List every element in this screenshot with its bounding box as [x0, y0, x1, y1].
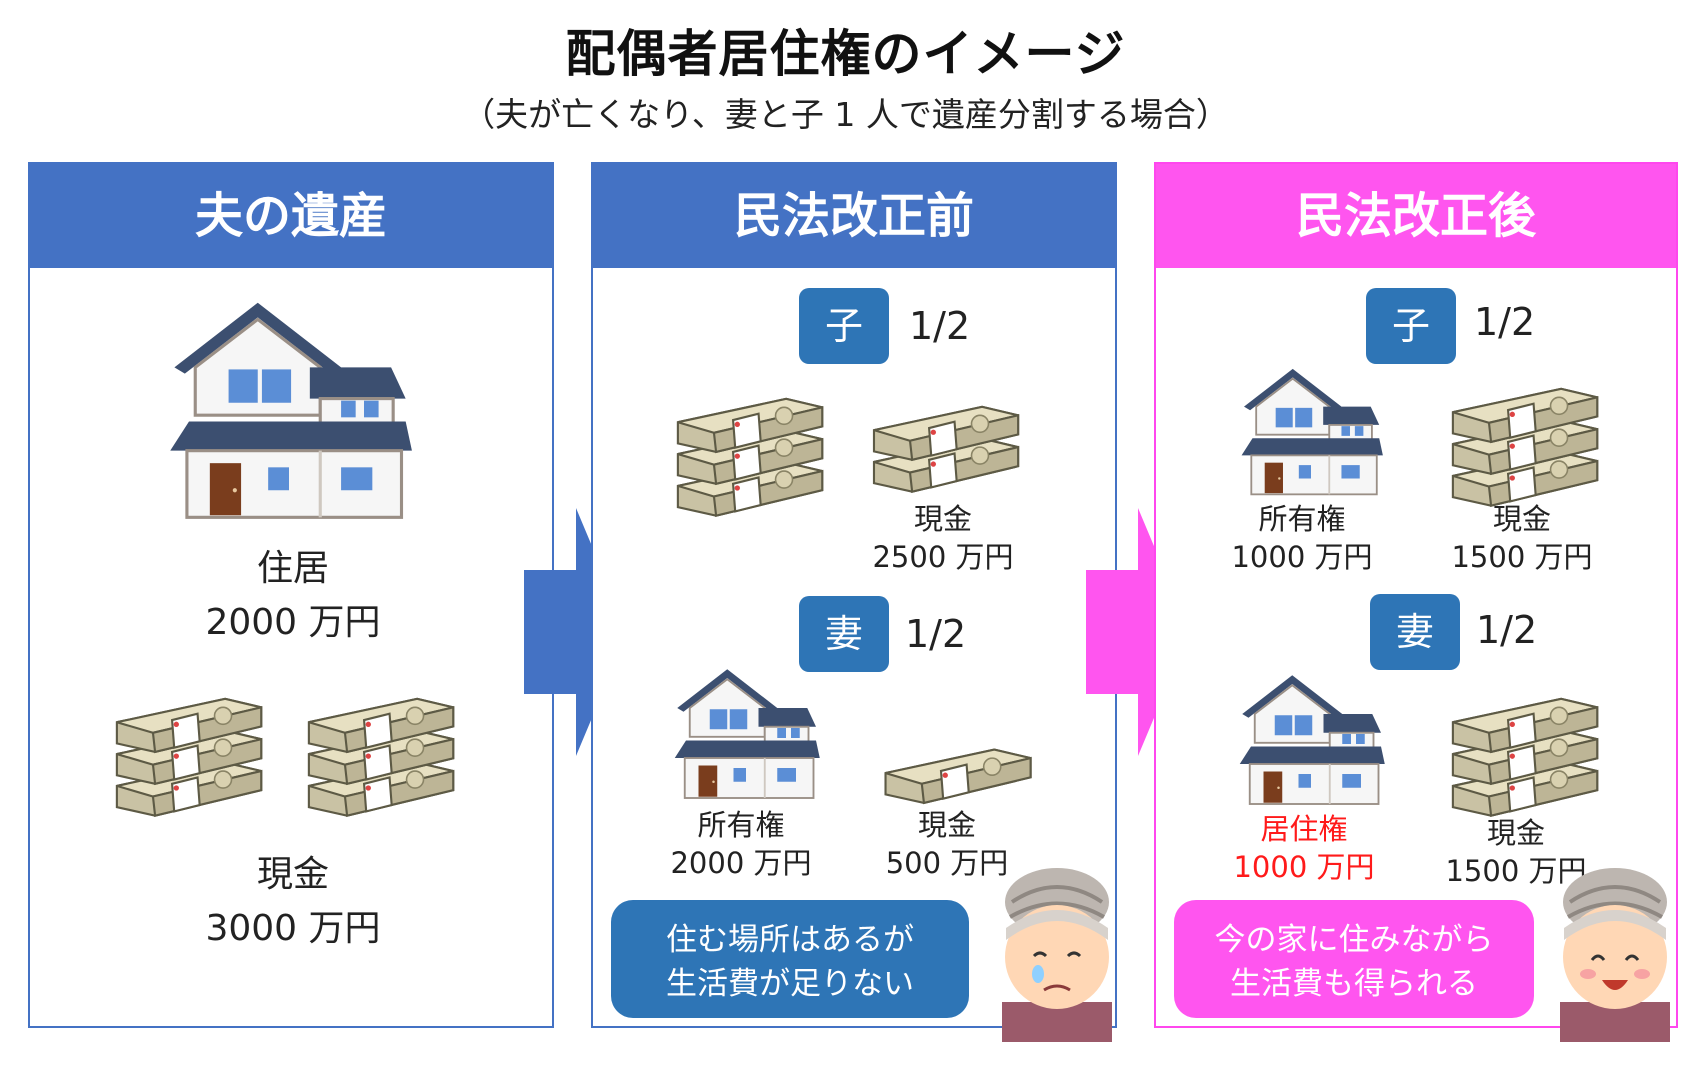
page-title: 配偶者居住権のイメージ [565, 25, 1126, 83]
wife-share: 1/2 [1476, 608, 1538, 652]
after-note-line1: 今の家に住みながら [1214, 922, 1494, 958]
house-icon [1236, 364, 1386, 498]
after-note-line2: 生活費も得られる [1230, 966, 1478, 1002]
child-cash-value: 1500 万円 [1451, 540, 1593, 574]
house-icon [671, 664, 821, 802]
money-stack-icon [300, 684, 460, 822]
wife-house-label: 所有権 [697, 808, 785, 842]
grandmother-sad-icon [982, 862, 1132, 1042]
child-house-value: 1000 万円 [1231, 540, 1373, 574]
child-share: 1/2 [909, 304, 971, 348]
before-header: 民法改正前 [593, 164, 1115, 268]
wife-house-label: 居住権 [1260, 812, 1348, 846]
house-icon [164, 294, 414, 524]
child-share: 1/2 [1474, 300, 1536, 344]
estate-panel: 夫の遺産 住居 2000 万円 現金 3000 万円 [28, 162, 554, 1028]
estate-cash-label: 現金 [256, 854, 329, 895]
child-house-label: 所有権 [1258, 502, 1346, 536]
after-note: 今の家に住みながら 生活費も得られる [1174, 900, 1534, 1018]
child-badge: 子 [1366, 288, 1456, 364]
before-note-line2: 生活費が足りない [666, 966, 914, 1002]
estate-cash-value: 3000 万円 [205, 908, 381, 949]
wife-cash-label: 現金 [1486, 816, 1545, 850]
page-subtitle: （夫が亡くなり、妻と子 1 人で遺産分割する場合） [462, 95, 1229, 134]
child-cash-label: 現金 [1492, 502, 1551, 536]
money-stack-icon [877, 734, 1037, 810]
child-cash-label: 現金 [913, 502, 972, 536]
money-stack-icon [669, 384, 829, 522]
money-stack-icon [865, 392, 1025, 498]
wife-cash-label: 現金 [917, 808, 976, 842]
money-stack-icon [1444, 374, 1604, 512]
wife-cash-value: 500 万円 [885, 846, 1009, 880]
wife-cash-value: 1500 万円 [1445, 854, 1587, 888]
before-note: 住む場所はあるが 生活費が足りない [611, 900, 969, 1018]
wife-house-value: 1000 万円 [1233, 850, 1375, 884]
wife-house-value: 2000 万円 [670, 846, 812, 880]
estate-house-value: 2000 万円 [205, 602, 381, 643]
money-stack-icon [1444, 684, 1604, 822]
estate-house-label: 住居 [256, 548, 329, 589]
before-note-line1: 住む場所はあるが [666, 922, 914, 958]
wife-badge: 妻 [1370, 594, 1460, 670]
estate-header: 夫の遺産 [30, 164, 552, 268]
child-badge: 子 [799, 288, 889, 364]
wife-share: 1/2 [905, 612, 967, 656]
after-header: 民法改正後 [1156, 164, 1676, 268]
child-cash-value: 2500 万円 [872, 540, 1014, 574]
house-icon [1236, 670, 1386, 808]
money-stack-icon [108, 684, 268, 822]
grandmother-happy-icon [1540, 862, 1690, 1042]
after-panel: 民法改正後 子 1/2 所有権 1000 万円 現金 1500 万円 妻 1/2… [1154, 162, 1678, 1028]
wife-badge: 妻 [799, 596, 889, 672]
